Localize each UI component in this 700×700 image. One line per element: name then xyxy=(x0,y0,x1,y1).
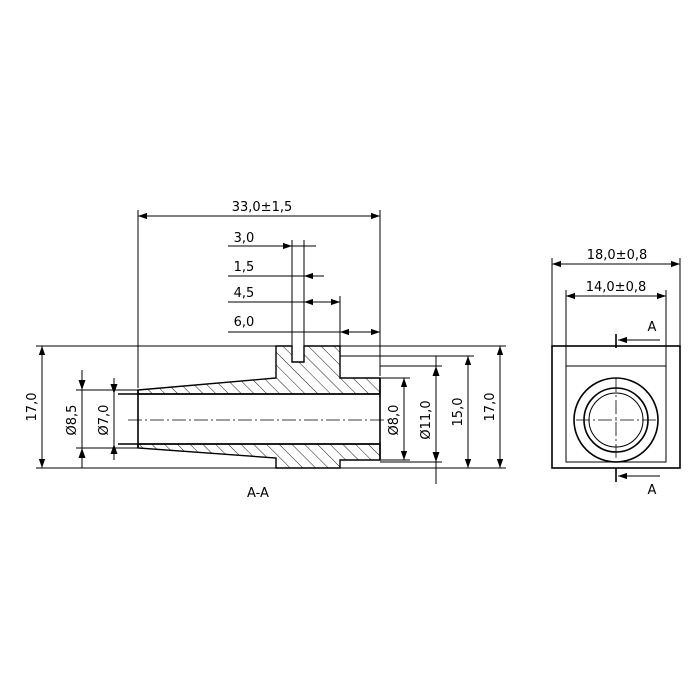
dim-outer-right-arrow-bottom xyxy=(432,452,440,462)
dim-outer-left-arrow-top xyxy=(78,380,86,390)
dim-overall-length-label: 33,0±1,5 xyxy=(232,200,293,215)
dim-height-left-label: 17,0 xyxy=(25,393,40,422)
dim-outer-left-arrow-bottom xyxy=(78,448,86,458)
dim-end-inner-width-label: 14,0±0,8 xyxy=(586,280,647,295)
section-mark-bottom: A xyxy=(648,483,657,498)
dim-slot-to-step-label: 4,5 xyxy=(234,286,255,301)
dim-outer-left-dia-label: Ø8,5 xyxy=(65,405,80,436)
section-view-label: A-A xyxy=(247,486,269,501)
section-view: 33,0±1,5 3,0 1,5 4,5 6,0 17,0 Ø8,5 xyxy=(25,200,506,501)
dim-height-right-label: 17,0 xyxy=(483,393,498,422)
dim-end-outer-width-label: 18,0±0,8 xyxy=(587,248,648,263)
dim-outer-right-arrow-top xyxy=(432,366,440,376)
dim-bore-dia-label: Ø7,0 xyxy=(97,405,112,436)
dim-bore-right-dia-label: Ø8,0 xyxy=(387,405,402,436)
end-view: 18,0±0,8 14,0±0,8 A A xyxy=(551,248,681,498)
section-hatch-bottom xyxy=(137,443,381,469)
dim-slot-offset-label: 1,5 xyxy=(234,260,255,275)
dim-step-length-label: 6,0 xyxy=(234,315,255,330)
section-hatch-top xyxy=(137,345,381,395)
dim-flange-height-label: 15,0 xyxy=(451,398,466,427)
section-mark-top: A xyxy=(648,320,657,335)
dim-slot-width-label: 3,0 xyxy=(234,231,255,246)
dim-outer-right-dia-label: Ø11,0 xyxy=(419,400,434,439)
dim-bore-arrow-top xyxy=(110,384,118,394)
dim-bore-arrow-bottom xyxy=(110,444,118,454)
